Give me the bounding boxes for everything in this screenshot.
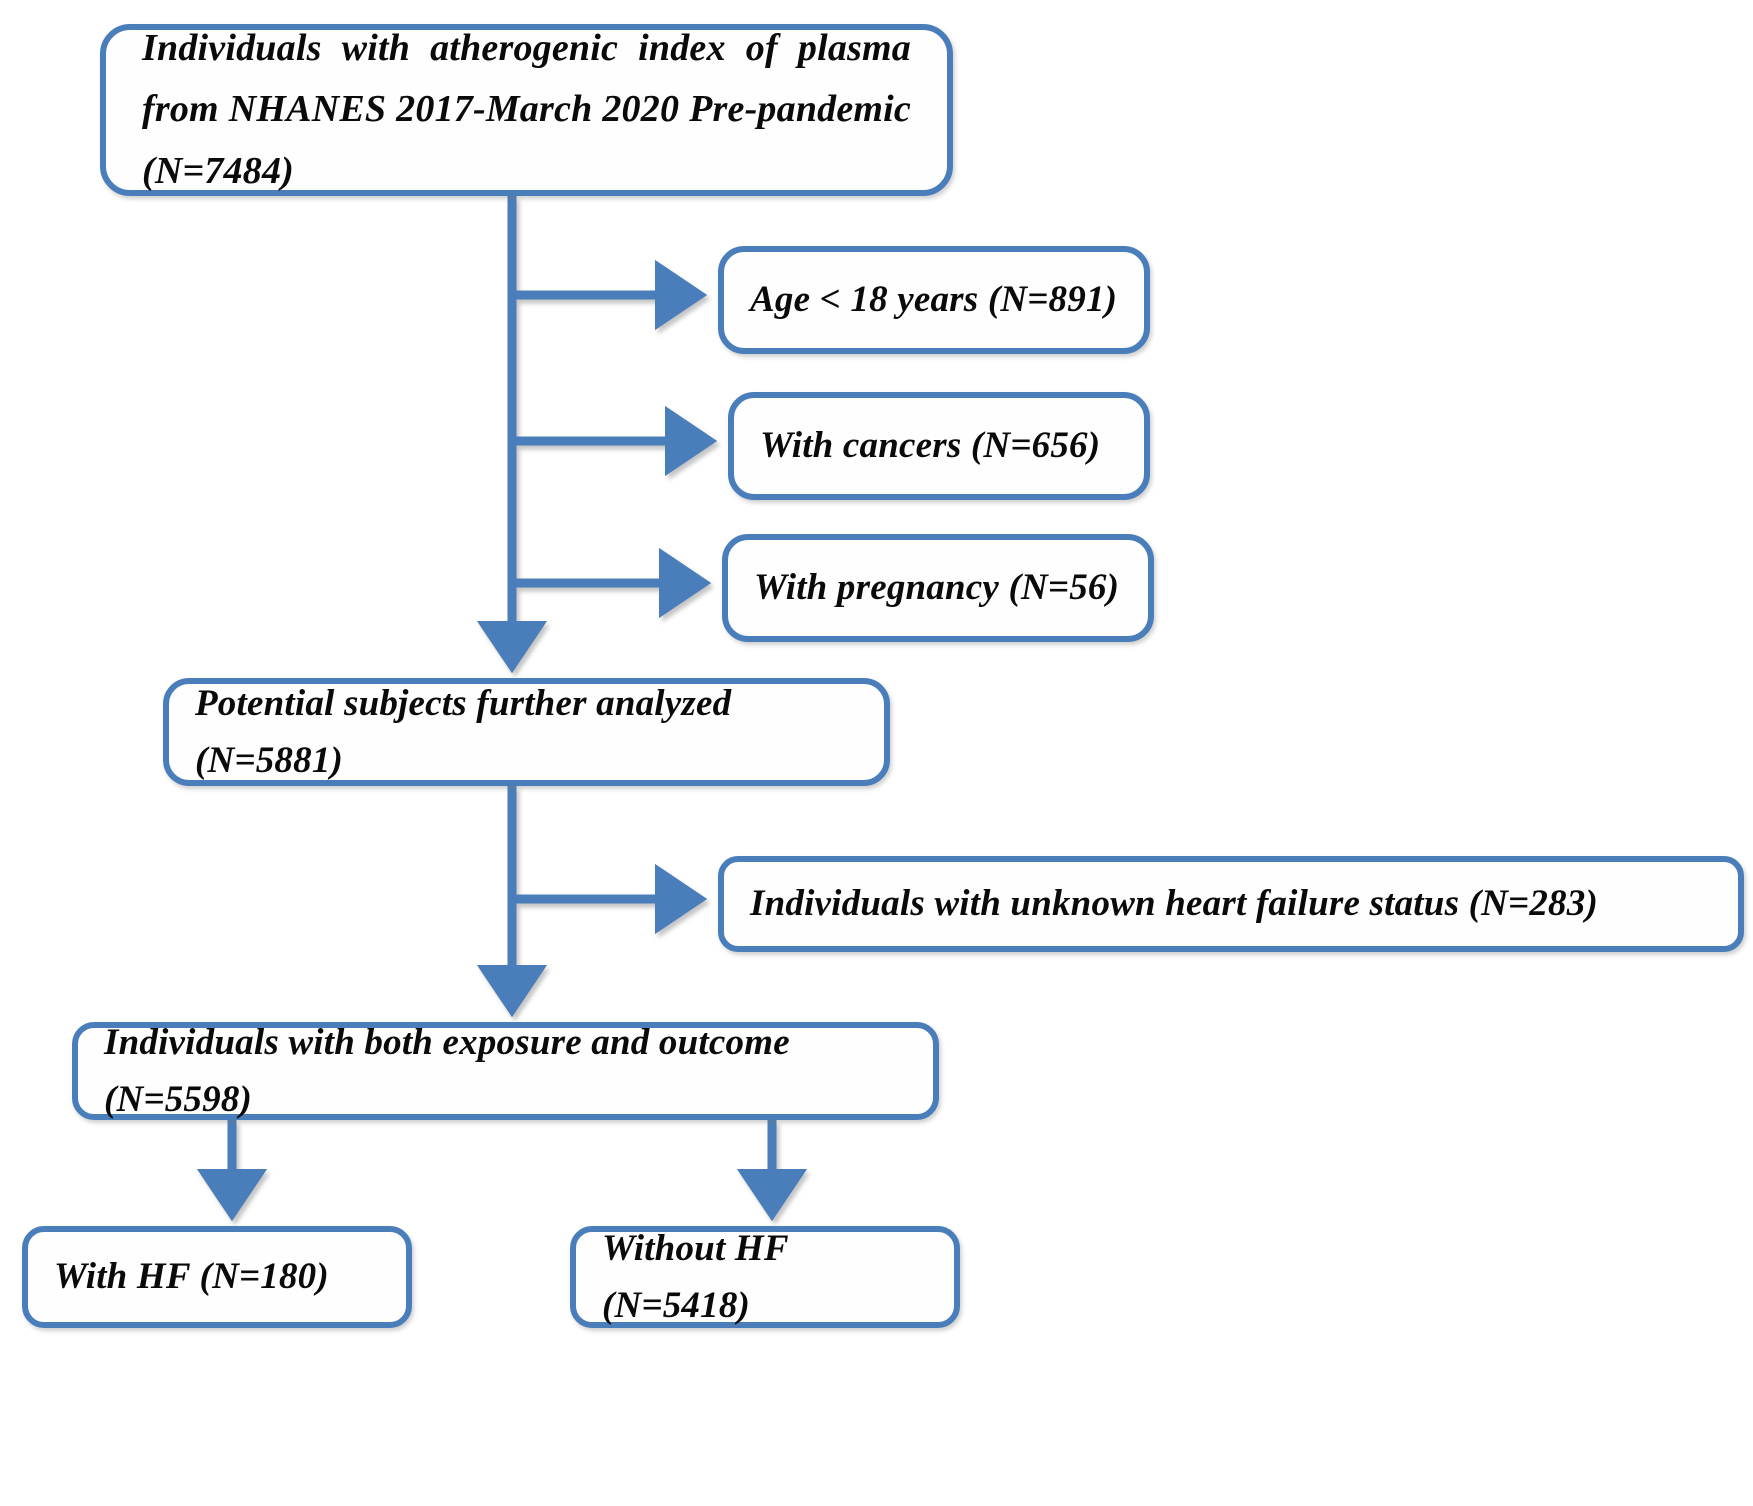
node-exclusion-age-label: Age < 18 years (N=891) [750,279,1118,321]
node-source-population-label: Individuals with atherogenic index of pl… [142,26,911,192]
node-without-hf: Without HF (N=5418) [570,1226,960,1328]
node-exclusion-cancer: With cancers (N=656) [728,392,1150,500]
node-exclusion-pregnancy: With pregnancy (N=56) [722,534,1154,642]
node-source-population: Individuals with atherogenic index of pl… [100,24,953,196]
node-analytic-sample-label: Individuals with both exposure and outco… [104,1021,790,1120]
node-exclusion-cancer-label: With cancers (N=656) [760,425,1101,467]
node-analytic-sample: Individuals with both exposure and outco… [72,1022,939,1120]
node-exclusion-unknown-hf: Individuals with unknown heart failure s… [718,856,1744,952]
node-potential-subjects-label: Potential subjects further analyzed (N=5… [195,682,732,781]
node-with-hf-label: With HF (N=180) [54,1256,329,1298]
node-exclusion-pregnancy-label: With pregnancy (N=56) [754,567,1120,609]
node-exclusion-unknown-hf-label: Individuals with unknown heart failure s… [750,883,1598,925]
node-exclusion-age: Age < 18 years (N=891) [718,246,1150,354]
node-potential-subjects: Potential subjects further analyzed (N=5… [163,678,890,786]
node-with-hf: With HF (N=180) [22,1226,412,1328]
node-without-hf-label: Without HF (N=5418) [602,1227,789,1326]
